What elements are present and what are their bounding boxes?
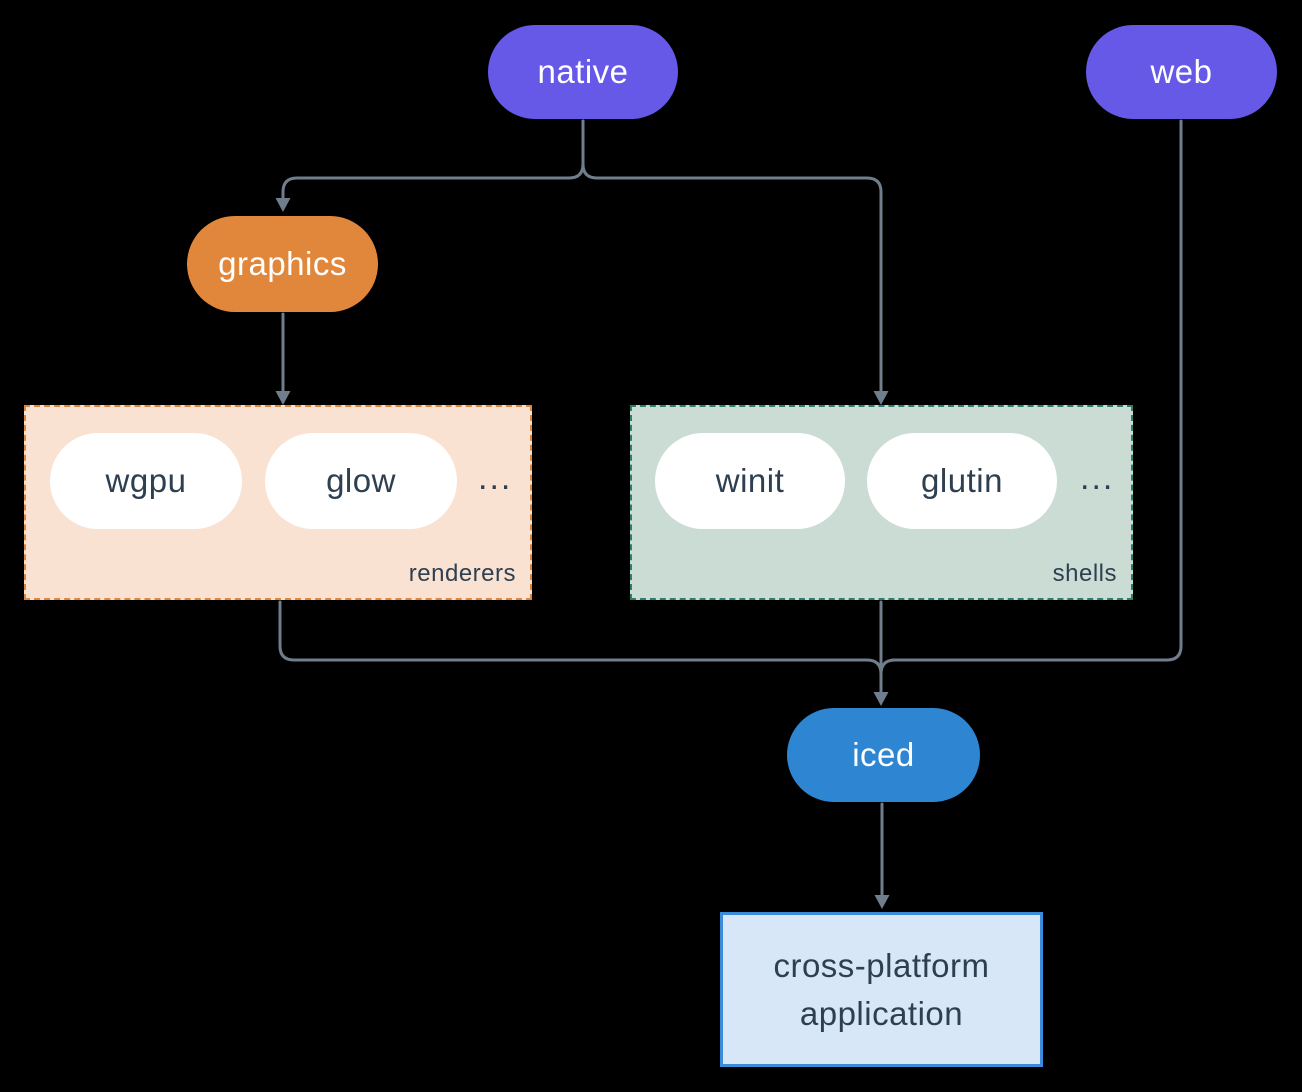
node-glow-label: glow	[326, 462, 396, 499]
shells-ellipsis: ...	[1080, 459, 1115, 497]
group-shells: winit glutin ... shells	[630, 405, 1133, 600]
node-winit-label: winit	[715, 462, 785, 499]
node-graphics-label: graphics	[218, 245, 347, 282]
node-iced: iced	[787, 708, 980, 802]
connector-native-to-shells	[581, 119, 883, 393]
node-glutin: glutin	[867, 433, 1057, 529]
arrowhead-into-shells	[873, 391, 889, 405]
node-graphics: graphics	[187, 216, 378, 312]
node-glow: glow	[265, 433, 457, 529]
group-renderers-label: renderers	[408, 560, 516, 587]
connector-renderers-to-merge	[278, 600, 883, 676]
group-renderers: wgpu glow ... renderers	[24, 405, 532, 600]
node-glutin-label: glutin	[921, 462, 1003, 499]
node-winit: winit	[655, 433, 845, 529]
renderers-ellipsis: ...	[478, 459, 513, 497]
arrowhead-into-renderers	[275, 391, 291, 405]
node-cross-platform-application: cross-platform application	[720, 912, 1043, 1067]
node-wgpu: wgpu	[50, 433, 242, 529]
connector-native-to-graphics	[281, 119, 585, 200]
node-native-label: native	[537, 53, 629, 90]
arrowhead-into-iced	[873, 692, 889, 706]
group-shells-label: shells	[1052, 560, 1117, 587]
node-iced-label: iced	[852, 736, 915, 773]
arrowhead-into-app	[874, 895, 890, 909]
app-label-line-1: cross-platform	[773, 946, 990, 984]
app-label-line-2: application	[799, 994, 964, 1032]
node-web-label: web	[1150, 53, 1213, 90]
node-native: native	[488, 25, 678, 119]
node-wgpu-label: wgpu	[105, 462, 187, 499]
arrowhead-into-graphics	[275, 198, 291, 212]
connector-web-to-merge	[879, 119, 1183, 676]
node-web: web	[1086, 25, 1277, 119]
